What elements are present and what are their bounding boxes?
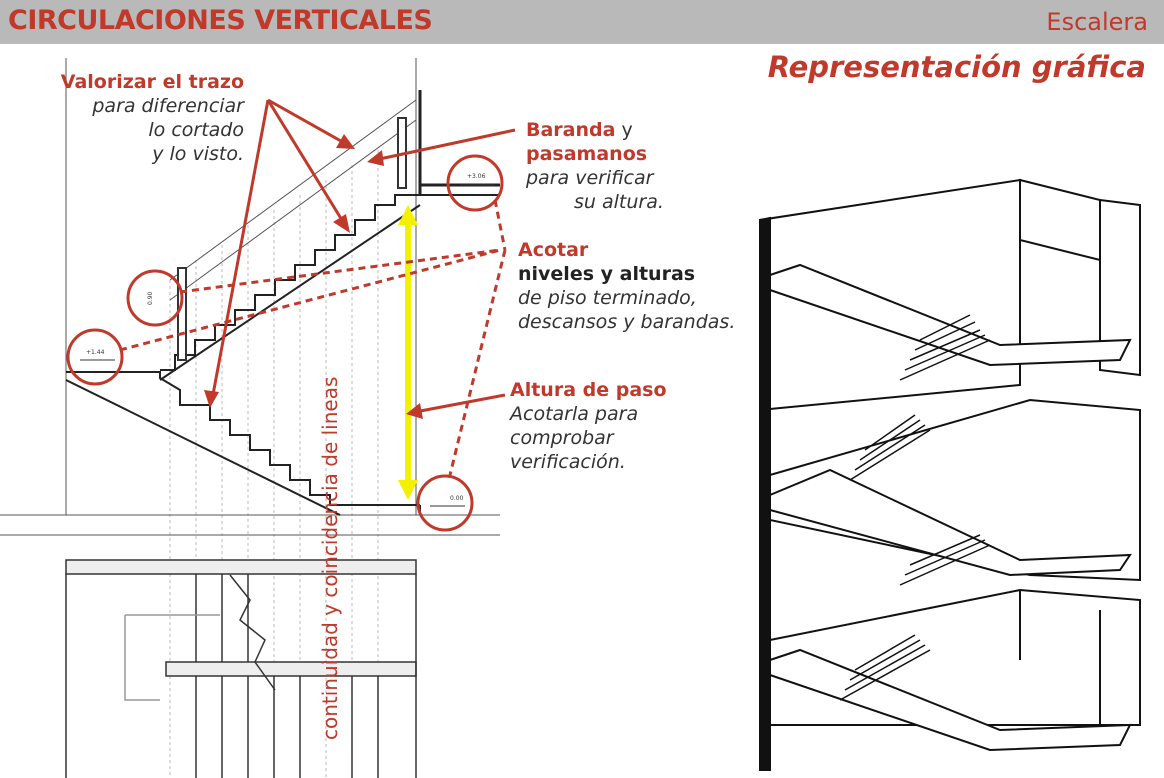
baranda-lead-2: pasamanos [526, 143, 648, 165]
page-subtitle: Representación gráfica [767, 50, 1146, 84]
annotation-altura: Altura de paso Acotarla para comprobar v… [510, 378, 667, 474]
isometric-stair [759, 178, 1141, 771]
section-structure [0, 58, 500, 536]
baranda-line-2: su altura. [574, 191, 664, 213]
valorizar-lead: Valorizar el trazo [60, 71, 244, 93]
section-label: Escalera [1046, 8, 1148, 36]
level-top: +3.06 [467, 173, 486, 180]
plan-view [65, 559, 417, 778]
baranda-connector: y [621, 119, 633, 141]
level-rail: 0.90 [147, 291, 154, 305]
arrowheads [204, 134, 423, 419]
annotation-valorizar: Valorizar el trazo para diferenciar lo c… [26, 70, 244, 166]
valorizar-line-3: y lo visto. [152, 143, 244, 165]
upper-flight [160, 194, 500, 371]
baranda-lead: Baranda [526, 119, 616, 141]
level-mid: +1.44 [86, 349, 105, 356]
altura-lead: Altura de paso [510, 379, 667, 401]
acotar-lead: Acotar [518, 239, 589, 261]
altura-line-1: Acotarla para [510, 403, 639, 425]
level-bottom: 0.00 [450, 495, 464, 502]
valorizar-line-1: para diferenciar [92, 95, 244, 117]
acotar-line-2: descansos y barandas. [518, 311, 736, 333]
annotation-baranda: Baranda y pasamanos para verificar su al… [526, 118, 664, 214]
altura-line-3: verificación. [510, 451, 626, 473]
valorizar-line-2: lo cortado [148, 119, 244, 141]
acotar-line-1: de piso terminado, [518, 287, 697, 309]
altura-line-2: comprobar [510, 427, 614, 449]
isometric-steps [839, 314, 991, 701]
baranda-line-1: para verificar [526, 167, 654, 189]
header-bar: CIRCULACIONES VERTICALES Escalera [0, 0, 1164, 44]
clearance-arrow [398, 205, 418, 500]
lower-flight [66, 371, 420, 506]
annotation-arrows [210, 98, 516, 414]
vertical-label: continuidad y coincidencia de lineas [318, 376, 342, 740]
annotation-acotar: Acotar niveles y alturas de piso termina… [518, 238, 735, 334]
level-circles [66, 154, 504, 532]
acotar-bold: niveles y alturas [518, 263, 696, 285]
page-title: CIRCULACIONES VERTICALES [8, 5, 433, 36]
